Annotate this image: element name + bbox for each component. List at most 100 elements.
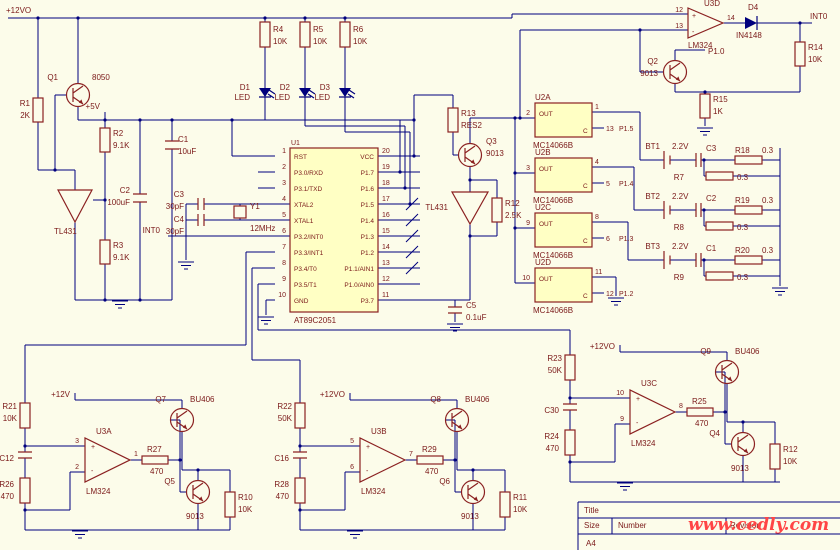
r8-ref: R8 [674,223,685,232]
pin-number: 6 [350,464,354,471]
r22-ref: R22 [277,402,292,411]
mcu-box-u1 [289,147,379,313]
labels-topright-section: U3D LM324 12 13 14 + - D4 IN4148 INT0 R1… [640,0,828,116]
c16-ref: C16 [274,454,289,463]
mcu-ref: U1 [291,140,300,147]
r28-ref: R28 [274,480,289,489]
u2a-ref: U2A [535,93,551,102]
pin-number: 17 [382,196,390,203]
q3-val: 9013 [486,149,504,158]
r25-ref: R25 [692,397,707,406]
r1-val: 2K [20,111,30,120]
bt3-ref: BT3 [645,242,660,251]
r9-val: 0.3 [737,273,749,282]
d1-ref: D1 [240,83,251,92]
net-label-int0-left: INT0 [143,226,161,235]
q7-val: BU406 [190,395,215,404]
r4-val: 10K [273,37,288,46]
r23-val: 50K [548,366,563,375]
r11-val: 10K [513,505,528,514]
q8-val: BU406 [465,395,490,404]
capacitor-c3 [197,198,205,210]
r19-val: 0.3 [762,196,774,205]
titleblock-size-label: Size [584,521,600,530]
switch-box-u2a [534,102,593,138]
u2b-ref: U2B [535,148,551,157]
r22-val: 50K [278,414,293,423]
capacitor-c16 [293,451,307,459]
resistor-r27 [141,455,169,465]
battery-filter-caps [695,153,702,267]
wires-amp-b [299,393,506,531]
d4-val: IN4148 [736,31,762,40]
switch-c-label: C [583,238,588,245]
pin-name: GND [294,298,309,305]
bt1-cap-ref: C3 [706,144,717,153]
u3b-part: LM324 [361,487,386,496]
y1-val: 12MHz [250,224,275,233]
net-label-int0-right: INT0 [810,12,828,21]
crystal-y1 [233,205,247,219]
r5-ref: R5 [313,25,324,34]
d4-ref: D4 [748,3,759,12]
opamp-u3b [359,437,407,483]
resistor-r9 [705,271,734,281]
switch-box-u2b [534,157,593,193]
labels-led-section: R4 10K R5 10K R6 10K D1 LED D2 LED D3 LE… [234,25,367,102]
tl431-left-label: TL431 [54,227,77,236]
y1-ref: Y1 [250,202,260,211]
r8-val: 0.3 [737,223,749,232]
labels-amp-a: R21 10K +12V U3A LM324 3 2 1 + - C12 R26… [0,390,253,521]
pin-number: 10 [616,390,624,397]
pin-number: 5 [606,181,610,188]
resistor-r1 [32,97,44,123]
pin-number: 11 [595,269,602,276]
resistor-r15 [699,93,711,119]
r27-val: 470 [150,467,164,476]
r12a-ref: R12 [505,199,520,208]
resistor-r6 [339,21,351,48]
pin-number: 15 [382,228,390,235]
pin-number: 12 [606,291,614,298]
u3a-part: LM324 [86,487,111,496]
net-label-12vo-b: +12VO [320,390,345,399]
u2a-part: MC14066B [533,141,573,150]
capacitor-c1 [165,140,179,150]
pin-number: 6 [282,228,286,235]
pin-number: 10 [522,275,530,282]
r10-val: 10K [238,505,253,514]
bt2-cap-ref: C2 [706,194,717,203]
battery-shapes [663,151,671,269]
labels-amp-c: R23 50K +12VO U3C LM324 10 9 8 + - C30 R… [544,342,798,473]
resistor-r13 [447,107,459,133]
pin-number: 9 [620,416,624,423]
opamp-minus-sign: - [692,29,695,36]
wires-amp-c [569,345,780,483]
opamp-plus-sign: + [91,444,95,451]
resistor-r11 [499,491,511,518]
pin-name: P3.5/T1 [294,282,317,289]
r12a-val: 2.5K [505,211,522,220]
q4-val: 9013 [731,464,749,473]
switch-out-label: OUT [539,276,553,283]
pin-number: 8 [282,260,286,267]
c5-ref: C5 [466,301,477,310]
c1-val: 10uF [178,147,196,156]
resistor-r3 [99,239,111,265]
switch-out-label: OUT [539,221,553,228]
resistor-r29 [416,455,444,465]
pin-number: 10 [278,292,286,299]
pin-number: 4 [595,159,599,166]
tl431-mid [450,191,490,226]
resistor-r26 [19,477,31,504]
q6-val: 9013 [461,512,479,521]
pin-name: XTAL1 [294,218,314,225]
r24-val: 470 [546,444,560,453]
q2-val: 9013 [640,69,658,78]
u3c-part: LM324 [631,439,656,448]
pin-number: 5 [282,212,286,219]
pin-number: 8 [595,214,599,221]
resistor-r24 [564,429,576,456]
